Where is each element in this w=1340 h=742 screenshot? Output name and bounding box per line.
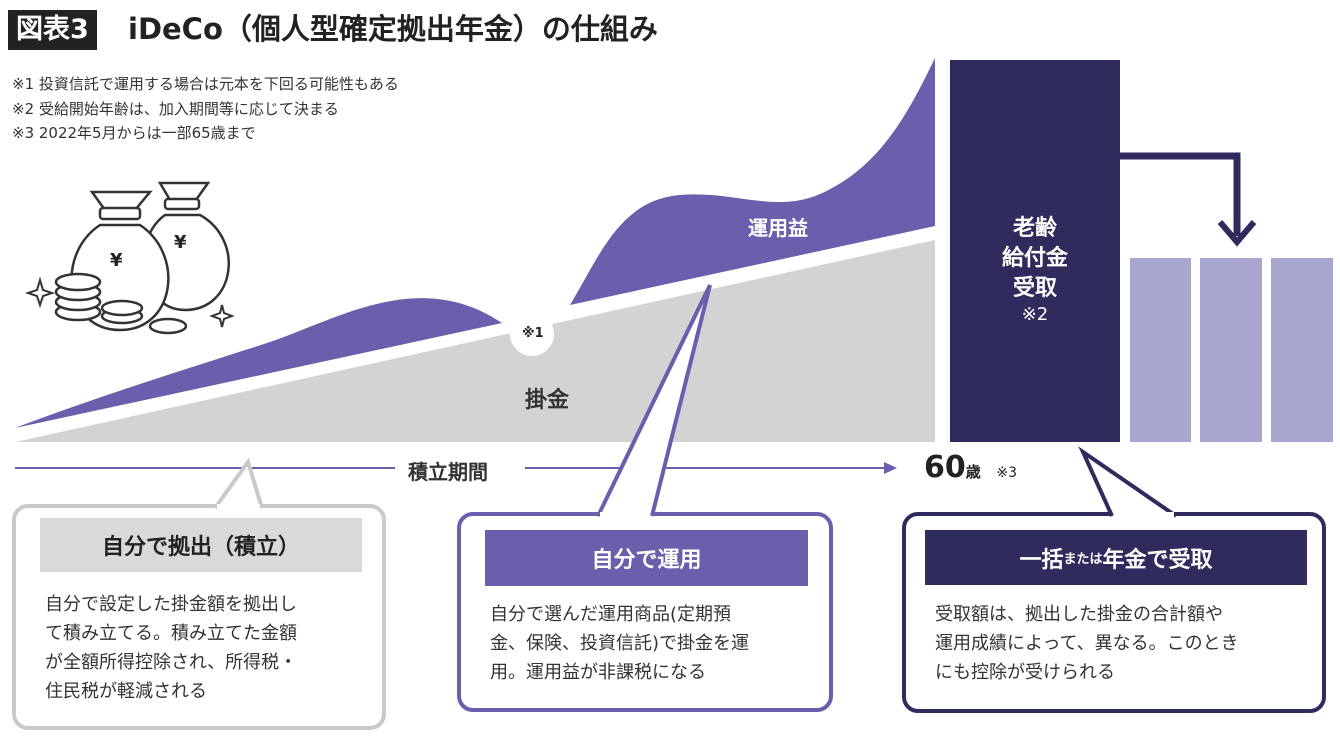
- pension-bar: [1130, 258, 1191, 442]
- payout-arrow: [1100, 152, 1241, 236]
- footnote-1: ※1 投資信託で運用する場合は元本を下回る可能性もある: [12, 75, 399, 93]
- gain-area-early: [15, 298, 502, 428]
- gain-label: 運用益: [748, 216, 808, 240]
- box-body-receive: 受取額は、拠出した掛金の合計額や 運用成績によって、異なる。このとき にも控除が…: [935, 604, 1239, 683]
- footnote-2: ※2 受給開始年齢は、加入期間等に応じて決まる: [12, 100, 339, 118]
- loss-notch: [510, 312, 554, 356]
- contribution-label: 掛金: [525, 388, 570, 413]
- contribution-area: [15, 240, 935, 442]
- page-title: iDeCo（個人型確定拠出年金）の仕組み: [128, 12, 658, 46]
- box-heading-invest: 自分で運用: [485, 530, 808, 586]
- box-heading-contribute: 自分で拠出（積立）: [40, 518, 362, 572]
- note1-marker: ※1: [522, 326, 544, 341]
- gain-area-late: [570, 58, 935, 305]
- box-heading-receive: 一括または年金で受取: [925, 530, 1307, 585]
- yen-sign: ¥: [110, 250, 123, 271]
- box-body-invest: 自分で選んだ運用商品(定期預 金、保険、投資信託)で掛金を運 用。運用益が非課税…: [490, 604, 750, 683]
- money-bags-icon: [24, 181, 235, 335]
- figure-badge: 図表3: [8, 10, 97, 50]
- benefit-label: 老齢 給付金 受取 ※2: [1001, 216, 1068, 325]
- timeline-arrow-icon: [884, 462, 897, 474]
- box-body-contribute: 自分で設定した掛金額を拠出し て積み立てる。積み立てた金額 が全額所得控除され、…: [45, 594, 298, 702]
- pension-bar: [1271, 258, 1333, 442]
- yen-sign: ¥: [174, 232, 187, 253]
- period-label: 積立期間: [408, 460, 488, 484]
- age-label: 60歳 ※3: [924, 450, 1017, 485]
- benefit-block: [950, 60, 1120, 442]
- footnote-3: ※3 2022年5月からは一部65歳まで: [12, 124, 256, 142]
- arrow-head-icon: [1217, 220, 1257, 247]
- pension-bar: [1200, 258, 1262, 442]
